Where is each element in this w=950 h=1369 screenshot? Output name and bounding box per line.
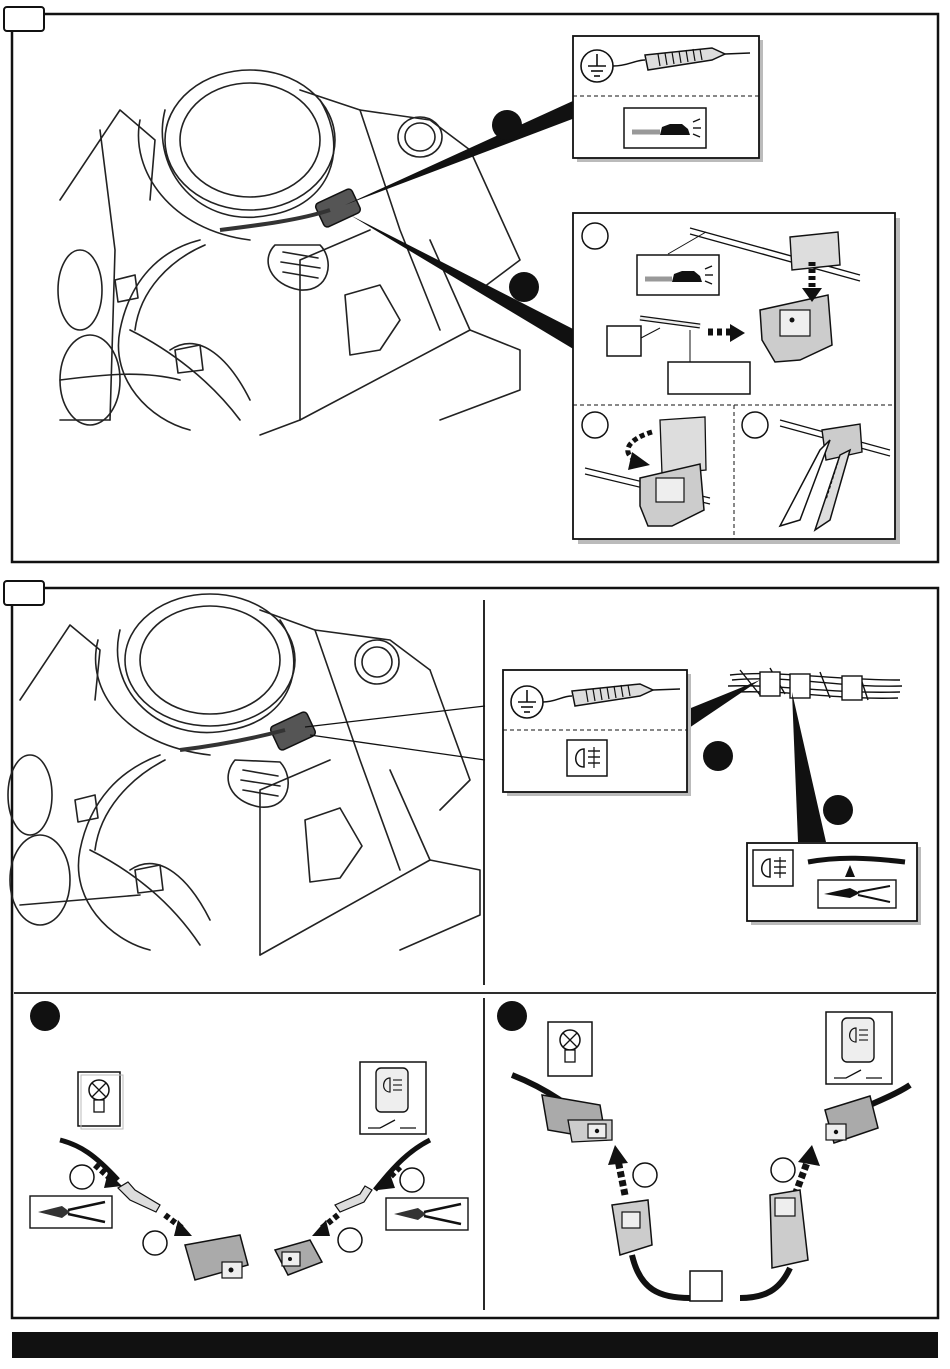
step-marker-1: [582, 223, 608, 249]
parking-light-icon: [624, 108, 706, 148]
pliers-icon: [818, 880, 896, 908]
crimping-pliers-icon-right: [386, 1198, 468, 1230]
callout-box-3: [503, 670, 691, 796]
ground-icon-2: [511, 686, 543, 718]
parking-light-icon-2: [637, 255, 719, 295]
panel-2-tab: [4, 581, 44, 605]
detail-marker-f: [497, 1001, 527, 1031]
detail-marker-d: [823, 795, 853, 825]
detail-marker-b: [509, 272, 539, 302]
step-marker-4: [70, 1165, 94, 1189]
step-marker-2: [582, 412, 608, 438]
fog-light-icon-2: [753, 850, 793, 886]
panel-1-tab: [4, 7, 44, 31]
step-marker-5: [400, 1168, 424, 1192]
loose-male-connector: [612, 1200, 652, 1255]
callout-box-1: [573, 36, 763, 162]
detail-marker-a: [492, 110, 522, 140]
callout-box-4: [747, 843, 921, 925]
footer-bar: [12, 1332, 938, 1358]
panel-2: [4, 581, 938, 1318]
blank-label-box-3: [690, 1271, 722, 1301]
step-marker-8: [633, 1163, 657, 1187]
fog-light-icon: [567, 740, 607, 776]
step-marker-7: [338, 1228, 362, 1252]
crimping-pliers-icon-left: [30, 1196, 112, 1228]
blank-label-box-1: [607, 326, 641, 356]
step-marker-6: [143, 1231, 167, 1255]
detail-marker-e: [30, 1001, 60, 1031]
fog-light-switch-icon-2: [826, 1012, 892, 1084]
callout-box-2: [573, 213, 900, 544]
bulb-icon-2: [548, 1022, 592, 1076]
fog-light-switch-icon: [360, 1062, 426, 1134]
ground-icon: [581, 50, 613, 82]
bulb-icon: [78, 1072, 123, 1129]
blank-label-box-2: [668, 362, 750, 394]
detail-marker-c: [703, 741, 733, 771]
panel-1: [4, 7, 938, 562]
step-marker-9: [771, 1158, 795, 1182]
step-marker-3: [742, 412, 768, 438]
